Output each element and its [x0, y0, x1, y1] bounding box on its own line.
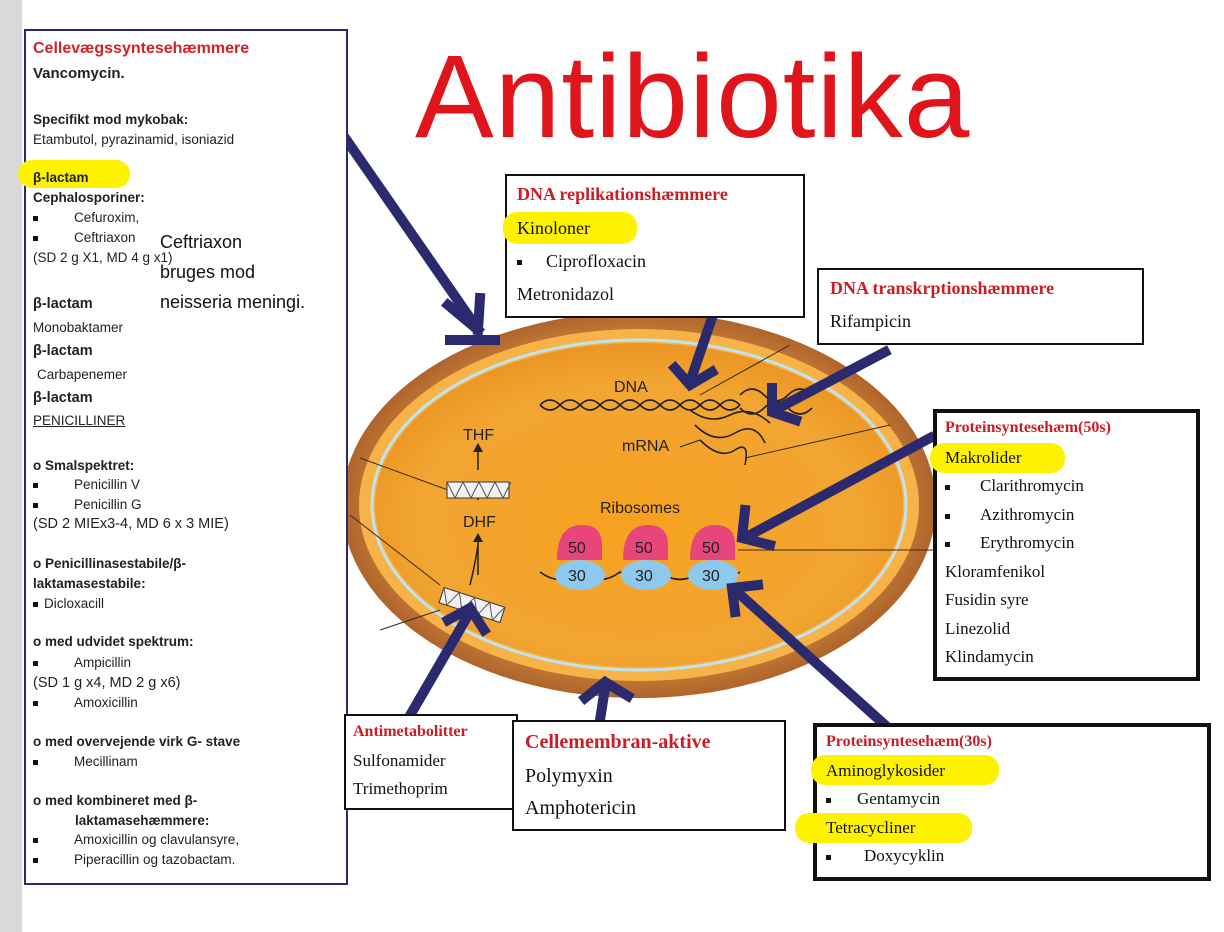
ribosome-2	[621, 525, 671, 590]
cell-wall-heading: Cellevægssyntesehæmmere	[33, 40, 250, 57]
protein30-heading: Proteinsyntesehæm(30s)	[826, 733, 992, 750]
left-gray-stripe	[0, 0, 22, 932]
penicilliner: PENICILLINER	[33, 413, 126, 428]
page-title: Antibiotika	[415, 31, 971, 163]
ribosome-large-label: 50	[702, 540, 720, 557]
list-item: Doxycyklin	[826, 846, 944, 866]
udvidet-spektrum: o med udvidet spektrum:	[33, 634, 194, 649]
ribosome-3	[688, 525, 738, 590]
list-item: Ciprofloxacin	[517, 251, 646, 272]
smalspektret: o Smalspektret:	[33, 458, 135, 473]
highlight-makrolider	[930, 443, 1065, 473]
amphotericin: Amphotericin	[525, 797, 637, 819]
blactam-label: β-lactam	[33, 170, 89, 185]
kombineret-1: o med kombineret med β-	[33, 793, 198, 808]
kloramfenikol: Kloramfenikol	[945, 562, 1046, 581]
dna-transcription-box	[817, 268, 1144, 345]
monobaktamer: Monobaktamer	[33, 320, 124, 335]
highlight-aminoglykosider	[811, 755, 999, 785]
protein-synthesis-50s-box	[933, 409, 1200, 681]
cytoplasm	[375, 343, 903, 667]
dna-replication-box	[505, 174, 805, 318]
dna-replication-heading: DNA replikationshæmmere	[517, 184, 728, 204]
ampicillin-dose: (SD 1 g x4, MD 2 g x6)	[33, 675, 181, 691]
vancomycin: Vancomycin.	[33, 65, 125, 82]
cell-membrane	[370, 338, 908, 672]
highlight-blactam	[18, 160, 130, 188]
list-item: Mecillinam	[33, 754, 138, 769]
blactam-label: β-lactam	[33, 296, 93, 312]
ceftriaxon-note-2: bruges mod	[160, 262, 256, 282]
ceftriaxon-dose: (SD 2 g X1, MD 4 g x1)	[33, 250, 173, 265]
penicillinase-1: o Penicillinasestabile/β-	[33, 556, 187, 571]
list-item: Penicillin G	[33, 497, 142, 512]
ribosome-small-label: 30	[568, 568, 586, 585]
highlight-kinoloner	[503, 212, 637, 244]
blactam-label: β-lactam	[33, 343, 93, 359]
list-item: Amoxicillin	[33, 695, 138, 710]
list-item: Clarithromycin	[945, 476, 1084, 496]
ribosomes-label: Ribosomes	[600, 500, 680, 517]
penicillinase-2: laktamasestabile:	[33, 576, 146, 591]
aminoglykosider: Aminoglykosider	[826, 761, 945, 780]
list-item: Ceftriaxon	[33, 230, 136, 245]
list-item: Ampicillin	[33, 655, 131, 670]
ceftriaxon-note-1: Ceftriaxon	[160, 232, 243, 252]
metronidazol: Metronidazol	[517, 284, 614, 304]
penicillin-dose: (SD 2 MIEx3-4, MD 6 x 3 MIE)	[33, 516, 229, 532]
cell-membrane-box	[512, 720, 786, 831]
ribosome-1	[555, 525, 605, 590]
mykobak-label: Specifikt mod mykobak:	[33, 112, 189, 127]
polymyxin: Polymyxin	[525, 765, 613, 787]
overvejende: o med overvejende virk G- stave	[33, 734, 241, 749]
thf-label: THF	[463, 427, 494, 444]
highlight-tetracycliner	[795, 813, 972, 843]
list-item: Piperacillin og tazobactam.	[33, 852, 235, 867]
list-item: Azithromycin	[945, 505, 1074, 525]
kinoloner: Kinoloner	[517, 218, 590, 238]
enzyme-block-1	[446, 480, 512, 500]
antimetabolites-heading: Antimetabolitter	[353, 723, 468, 740]
sulfonamider: Sulfonamider	[353, 751, 446, 770]
ribosome-small-label: 30	[635, 568, 653, 585]
list-item: Amoxicillin og clavulansyre,	[33, 832, 239, 847]
klindamycin: Klindamycin	[945, 647, 1034, 666]
cell-membrane-heading: Cellemembran-aktive	[525, 731, 711, 753]
list-item: Penicillin V	[33, 477, 140, 492]
mrna-label: mRNA	[622, 438, 669, 455]
tetracycliner: Tetracycliner	[826, 818, 916, 837]
fusidin-syre: Fusidin syre	[945, 590, 1029, 609]
protein50-heading: Proteinsyntesehæm(50s)	[945, 419, 1111, 436]
mykobak-drugs: Etambutol, pyrazinamid, isoniazid	[33, 132, 235, 147]
mrna-strands	[689, 409, 771, 466]
carbapenemer: Carbapenemer	[37, 367, 128, 382]
trimethoprim: Trimethoprim	[353, 779, 448, 798]
dna-transcription-heading: DNA transkrptionshæmmere	[830, 278, 1055, 298]
rifampicin: Rifampicin	[830, 311, 911, 331]
cephalosporiner-label: Cephalosporiner:	[33, 190, 145, 205]
ribosome-small-label: 30	[702, 568, 720, 585]
makrolider: Makrolider	[945, 448, 1022, 467]
linezolid: Linezolid	[945, 619, 1011, 638]
ceftriaxon-note-3: neisseria meningi.	[160, 292, 306, 312]
list-item: Gentamycin	[826, 789, 940, 809]
protein-synthesis-30s-box	[813, 723, 1211, 881]
kombineret-2: laktamasehæmmere:	[75, 813, 210, 828]
list-item: Dicloxacill	[33, 596, 104, 611]
blactam-label: β-lactam	[33, 390, 93, 406]
ribosome-large-label: 50	[635, 540, 653, 557]
list-item: Erythromycin	[945, 533, 1074, 553]
antimetabolites-box	[344, 714, 518, 810]
ribosome-large-label: 50	[568, 540, 586, 557]
dna-label: DNA	[614, 379, 648, 396]
list-item: Cefuroxim,	[33, 210, 139, 225]
dhf-label: DHF	[463, 514, 496, 531]
